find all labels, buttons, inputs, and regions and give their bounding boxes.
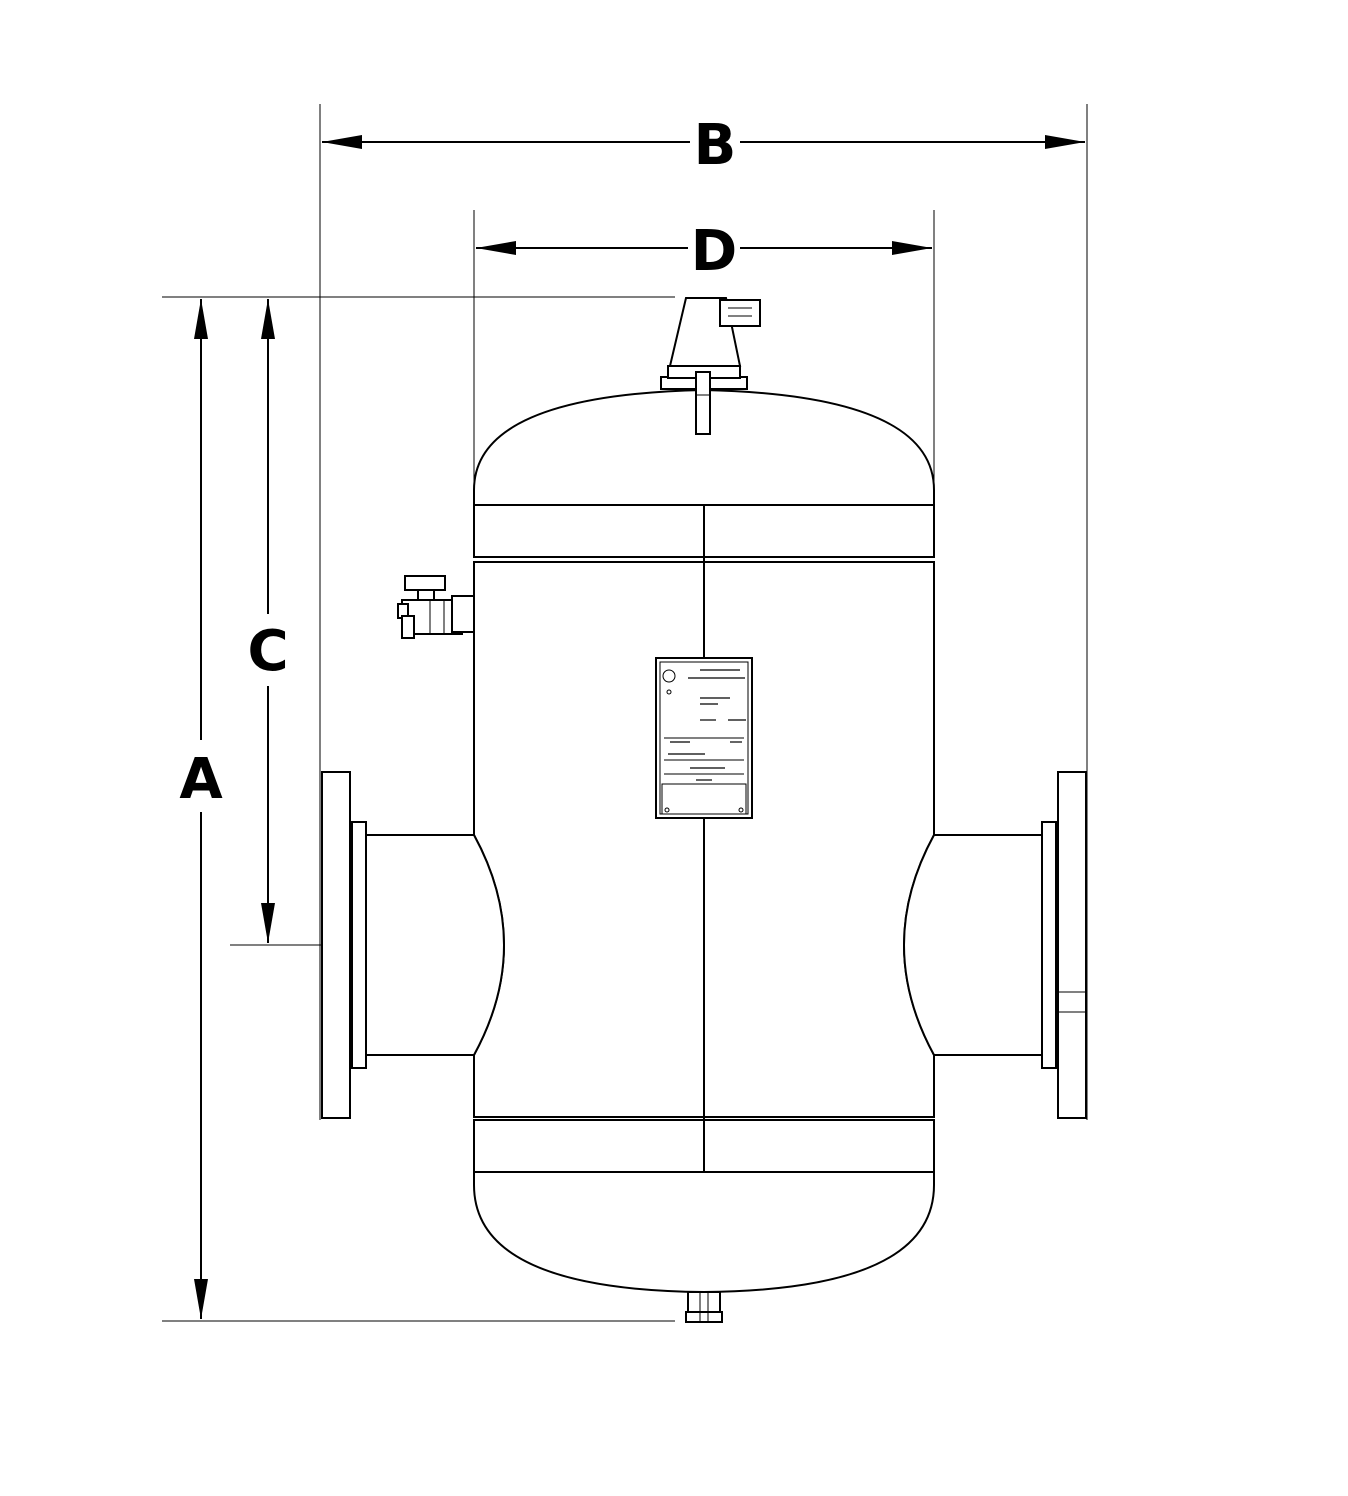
arrowhead-b-right	[1045, 135, 1085, 149]
label-b: B	[694, 113, 737, 178]
ball-valve-icon	[397, 575, 475, 639]
separator-vessel	[321, 297, 1087, 1323]
bottom-dome	[473, 1171, 935, 1294]
label-a: A	[179, 747, 223, 812]
arrowhead-c-bottom	[261, 903, 275, 943]
label-c: C	[247, 619, 288, 684]
drain-connection	[685, 1291, 723, 1323]
outlet-flange	[1057, 771, 1087, 1119]
label-d: D	[691, 219, 737, 284]
air-vent-icon	[660, 297, 761, 435]
arrowhead-c-top	[261, 299, 275, 339]
outlet-flange-hub	[1041, 821, 1057, 1069]
inlet-flange	[321, 771, 351, 1119]
inlet-nozzle-left	[321, 771, 506, 1119]
arrowhead-a-top	[194, 299, 208, 339]
outlet-nozzle-right	[902, 771, 1087, 1119]
arrowhead-d-right	[892, 241, 932, 255]
arrowhead-d-left	[476, 241, 516, 255]
inlet-flange-hub	[351, 821, 367, 1069]
dimension-a: A	[162, 296, 675, 1322]
dimension-d: D	[473, 210, 935, 500]
nameplate-logo-icon	[662, 669, 676, 683]
arrowhead-b-left	[322, 135, 362, 149]
arrowhead-a-bottom	[194, 1279, 208, 1319]
nameplate	[655, 657, 753, 819]
dimension-b: B	[319, 104, 1088, 1120]
